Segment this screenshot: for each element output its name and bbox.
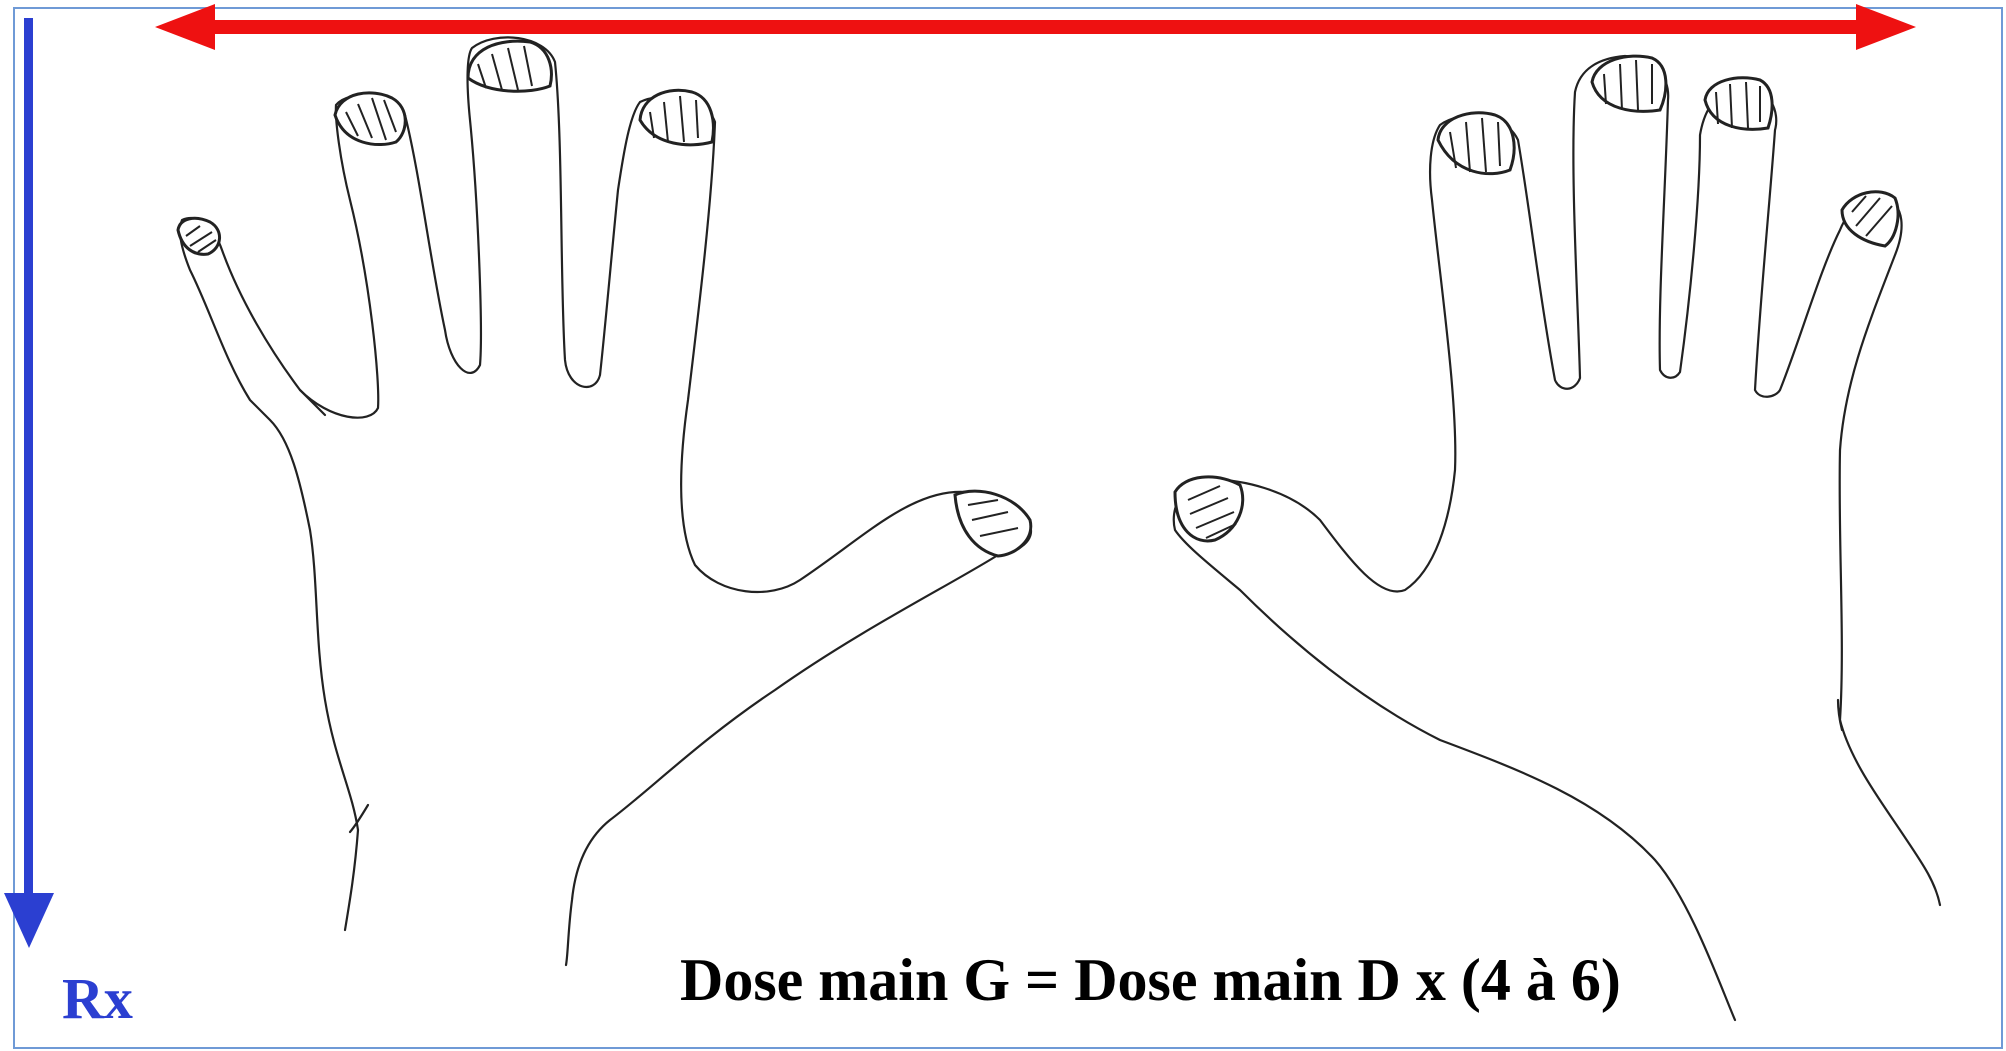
right-hand [1174, 56, 1940, 1020]
width-arrow [155, 4, 1916, 50]
left-middle-nail [468, 41, 551, 91]
width-arrow-left-head [155, 4, 215, 50]
left-thumb-nail [955, 491, 1031, 556]
left-hand [180, 37, 1031, 965]
rx-arrow [4, 18, 54, 948]
right-hand-nails [1175, 56, 1898, 541]
left-hand-nails [178, 41, 1031, 556]
width-arrow-right-head [1856, 4, 1916, 50]
left-pinky-nail [178, 218, 220, 254]
right-thumb-nail [1175, 477, 1243, 541]
right-index-nail [1438, 113, 1514, 174]
rx-label: Rx [62, 970, 133, 1028]
left-ring-nail [335, 93, 405, 145]
left-hand-crease-1 [300, 390, 325, 415]
dose-formula: Dose main G = Dose main D x (4 à 6) [680, 950, 1621, 1010]
left-index-nail [640, 90, 713, 145]
left-hand-outline [180, 37, 1031, 965]
rx-arrow-shaft [24, 18, 33, 898]
right-ring-nail [1705, 78, 1772, 130]
right-pinky-nail [1842, 192, 1898, 246]
right-middle-nail [1592, 56, 1666, 111]
right-hand-outline [1174, 56, 1940, 1020]
rx-arrow-head [4, 893, 54, 948]
width-arrow-shaft [195, 20, 1875, 34]
